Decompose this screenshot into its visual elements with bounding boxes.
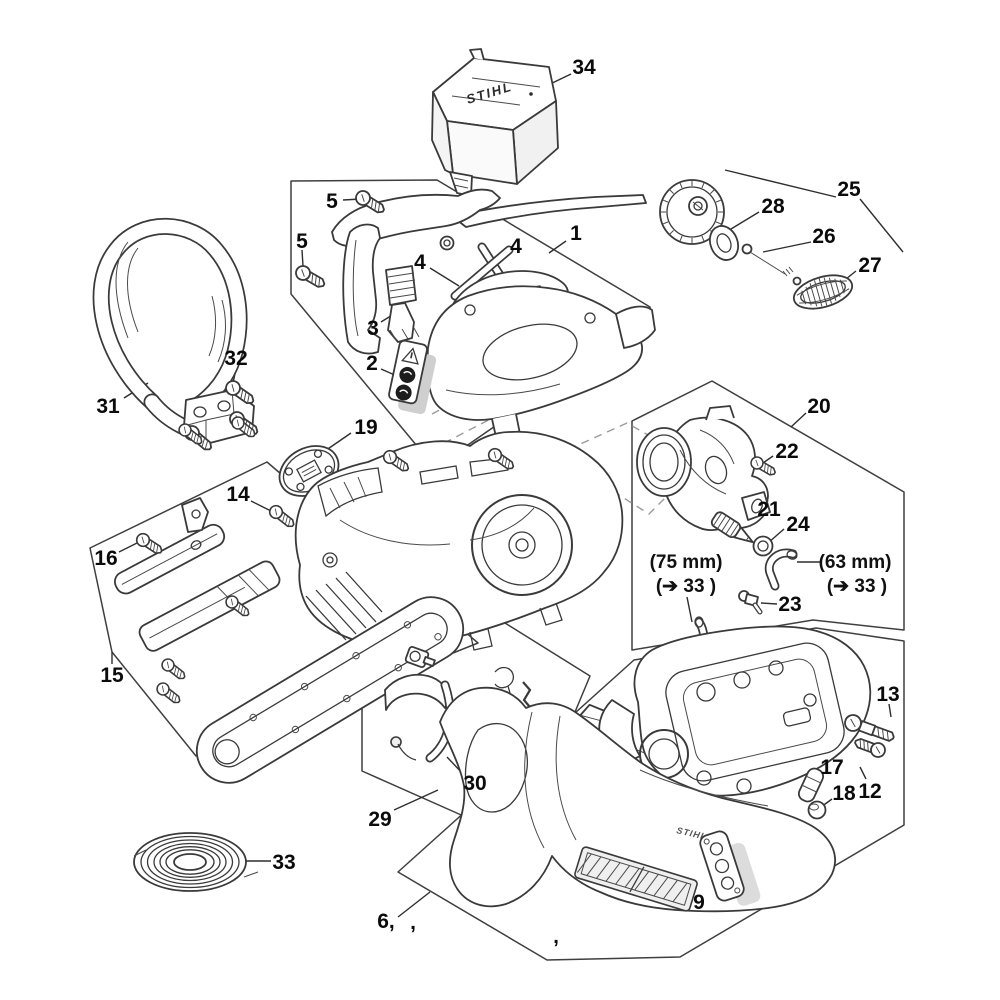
vent-grille <box>574 846 698 912</box>
part-label-4: 4 <box>510 235 522 258</box>
guide-strips-15 <box>114 497 281 708</box>
part-label-21: 21 <box>757 498 781 521</box>
part-label-27: 27 <box>858 254 881 277</box>
bolt-13 <box>844 714 895 742</box>
oil-pump-assembly-20 <box>636 405 798 673</box>
part-label-1: 1 <box>570 222 582 245</box>
annotation-75mm: (75 mm) <box>650 552 723 573</box>
stray-comma: , <box>410 911 416 934</box>
cap-18 <box>807 800 827 820</box>
rear-housing-assembly: STIHL <box>439 625 895 913</box>
part-label-5: 5 <box>296 230 308 253</box>
cap-28 <box>659 179 725 245</box>
screw-14 <box>266 502 298 532</box>
top-cover-assembly-1 <box>292 187 656 438</box>
part-label-13: 13 <box>876 683 899 706</box>
part-label-25: 25 <box>837 178 861 201</box>
dimension-annotations: (75 mm) (➔ 33 ) (63 mm) (➔ 33 ) <box>650 552 892 597</box>
battery-pack-34: STIHL <box>431 48 559 197</box>
part-label-30: 30 <box>463 772 486 795</box>
worm-gear-21 <box>710 511 754 544</box>
coiled-hose-33 <box>133 832 259 892</box>
group-20-outline <box>631 380 905 651</box>
fitting-23 <box>738 590 763 615</box>
part-label-34: 34 <box>572 56 596 79</box>
part-label-20: 20 <box>807 395 830 418</box>
annotation-63mm-ref: (➔ 33 ) <box>827 576 887 597</box>
part-label-2: 2 <box>366 352 378 375</box>
part-label-16: 16 <box>94 547 117 570</box>
oil-cap-assembly-25 <box>659 179 854 310</box>
part-label-12: 12 <box>858 780 881 803</box>
elbow-hose-63mm <box>764 548 798 591</box>
switch-plate-9 <box>699 830 745 902</box>
strainer-27 <box>792 274 854 310</box>
part-label-29: 29 <box>368 808 391 831</box>
grommet-24 <box>752 535 774 557</box>
annotation-75mm-ref: (➔ 33 ) <box>656 576 716 597</box>
warning-label-2 <box>388 339 428 405</box>
retainer-pin-26 <box>741 243 802 286</box>
part-label-14: 14 <box>226 483 250 506</box>
pin-17 <box>797 767 825 803</box>
part-label-6: 6, <box>377 910 395 933</box>
part-label-17: 17 <box>820 756 843 779</box>
part-label-9: 9 <box>693 891 705 914</box>
stray-comma: , <box>553 925 559 948</box>
part-label-28: 28 <box>761 195 785 218</box>
part-label-5: 5 <box>326 190 338 213</box>
part-label-26: 26 <box>812 225 835 248</box>
part-label-33: 33 <box>272 851 295 874</box>
part-label-19: 19 <box>354 416 377 439</box>
handlebar-31 <box>92 217 262 455</box>
part-label-15: 15 <box>100 664 124 687</box>
part-label-18: 18 <box>832 782 856 805</box>
annotation-63mm: (63 mm) <box>819 552 892 573</box>
part-label-24: 24 <box>786 513 810 536</box>
part-label-3: 3 <box>367 317 379 340</box>
washer-ring <box>708 225 740 261</box>
part-label-32: 32 <box>224 347 247 370</box>
part-label-22: 22 <box>775 440 798 463</box>
chain-loop <box>195 596 465 784</box>
part-label-31: 31 <box>96 395 120 418</box>
part-label-23: 23 <box>778 593 801 616</box>
screw-16 <box>133 530 166 558</box>
part-label-4: 4 <box>414 251 426 274</box>
